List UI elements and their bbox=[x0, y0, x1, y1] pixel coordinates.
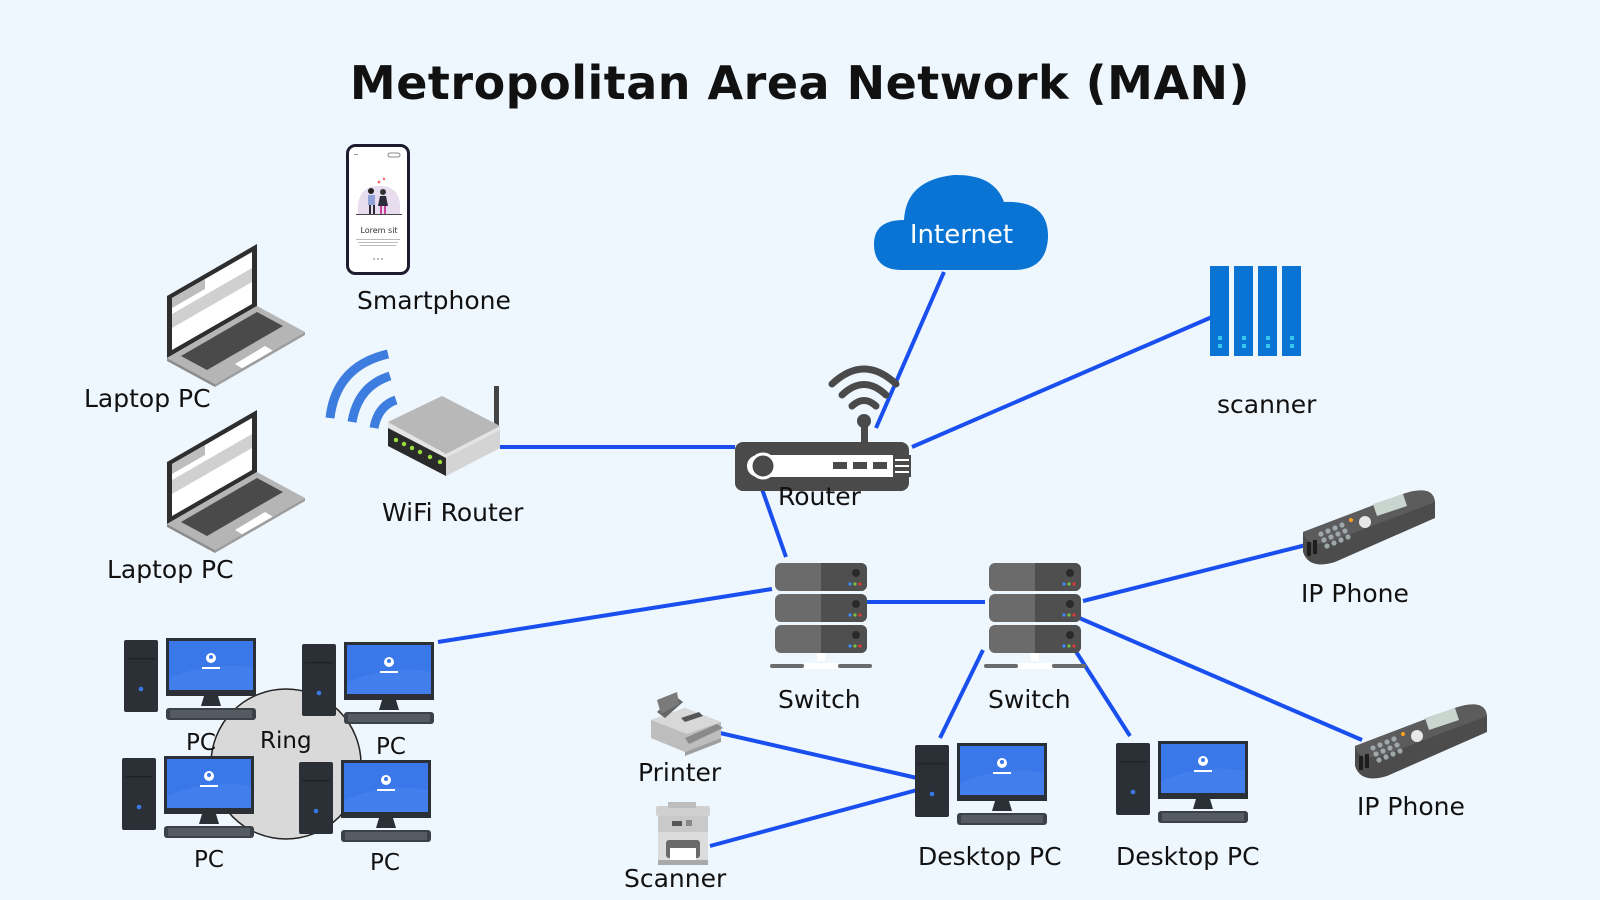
internet-node[interactable]: Internet bbox=[874, 172, 1049, 272]
switch-icon bbox=[770, 563, 872, 669]
switch-icon bbox=[984, 563, 1086, 669]
ring-pc-1[interactable] bbox=[124, 638, 260, 724]
scanner-server-label: scanner bbox=[1217, 390, 1317, 419]
wifi-router-icon bbox=[325, 349, 500, 476]
printer-node[interactable] bbox=[645, 690, 725, 760]
desktop-1-node[interactable] bbox=[915, 743, 1051, 829]
ip-phone-1-node[interactable] bbox=[1303, 484, 1443, 574]
desktop-pc-icon bbox=[1116, 741, 1248, 823]
ring-pc-1-label: PC bbox=[186, 730, 216, 756]
scanner-label: Scanner bbox=[624, 864, 727, 893]
scanner-node[interactable] bbox=[654, 802, 714, 866]
link-switch-1-to-ring bbox=[437, 587, 773, 644]
ip-phone-icon bbox=[1355, 704, 1487, 779]
cloud-icon bbox=[874, 174, 1049, 270]
router-icon bbox=[735, 365, 911, 491]
link-scanner-to-desktop-1 bbox=[709, 788, 918, 848]
desktop-1-label: Desktop PC bbox=[918, 842, 1062, 871]
ring-pc-3[interactable] bbox=[122, 756, 258, 842]
router-label: Router bbox=[778, 482, 861, 511]
switch-1-node[interactable] bbox=[770, 563, 872, 675]
ring-pc-2[interactable] bbox=[302, 642, 438, 728]
ip-phone-2-label: IP Phone bbox=[1357, 792, 1465, 821]
ring-pc-2-label: PC bbox=[376, 734, 406, 760]
desktop-2-node[interactable] bbox=[1116, 741, 1252, 827]
ip-phone-1-label: IP Phone bbox=[1301, 579, 1409, 608]
laptop-2-label: Laptop PC bbox=[107, 555, 234, 584]
desktop-pc-icon bbox=[299, 760, 431, 842]
link-router-to-scanner-server bbox=[911, 315, 1213, 449]
laptop-1-label: Laptop PC bbox=[84, 384, 211, 413]
desktop-pc-icon bbox=[915, 743, 1047, 825]
desktop-2-label: Desktop PC bbox=[1116, 842, 1260, 871]
smartphone-label: Smartphone bbox=[357, 286, 511, 315]
laptop-icon bbox=[167, 410, 305, 553]
ip-phone-icon bbox=[1303, 490, 1435, 565]
switch-2-label: Switch bbox=[988, 685, 1071, 714]
desktop-pc-icon bbox=[122, 756, 254, 838]
wifi-router-label: WiFi Router bbox=[382, 498, 524, 527]
link-switch-2-to-ip-phone-2 bbox=[1076, 615, 1363, 742]
internet-label: Internet bbox=[909, 220, 1014, 250]
ring-label: Ring bbox=[260, 728, 312, 754]
smartphone-node[interactable]: Lorem sit bbox=[346, 144, 412, 276]
laptop-1-node[interactable] bbox=[165, 244, 310, 389]
page-title: Metropolitan Area Network (MAN) bbox=[349, 56, 1251, 110]
desktop-pc-icon bbox=[302, 642, 434, 724]
link-switch-2-to-ip-phone-1 bbox=[1082, 542, 1311, 603]
router-node[interactable] bbox=[733, 335, 913, 491]
smartphone-screen-text: Lorem sit bbox=[360, 226, 398, 235]
link-switch-2-to-desktop-1 bbox=[938, 649, 985, 739]
scanner-icon bbox=[656, 802, 710, 865]
switch-1-label: Switch bbox=[778, 685, 861, 714]
link-printer-to-desktop-1 bbox=[719, 731, 918, 780]
ring-pc-4[interactable] bbox=[299, 760, 435, 846]
laptop-icon bbox=[167, 244, 305, 387]
ring-pc-4-label: PC bbox=[370, 850, 400, 876]
server-rack-icon bbox=[1210, 266, 1301, 356]
switch-2-node[interactable] bbox=[984, 563, 1086, 675]
laptop-2-node[interactable] bbox=[165, 410, 310, 555]
desktop-pc-icon bbox=[124, 638, 256, 720]
printer-icon bbox=[651, 692, 723, 756]
ring-topology[interactable]: Ring PC PC PC PC bbox=[120, 630, 450, 880]
wifi-router-node[interactable] bbox=[322, 348, 507, 488]
scanner-server-node[interactable] bbox=[1210, 266, 1302, 356]
ip-phone-2-node[interactable] bbox=[1355, 698, 1495, 788]
smartphone-icon bbox=[346, 144, 410, 275]
link-router-to-internet bbox=[874, 271, 946, 429]
printer-label: Printer bbox=[638, 758, 722, 787]
ring-pc-3-label: PC bbox=[194, 847, 224, 873]
